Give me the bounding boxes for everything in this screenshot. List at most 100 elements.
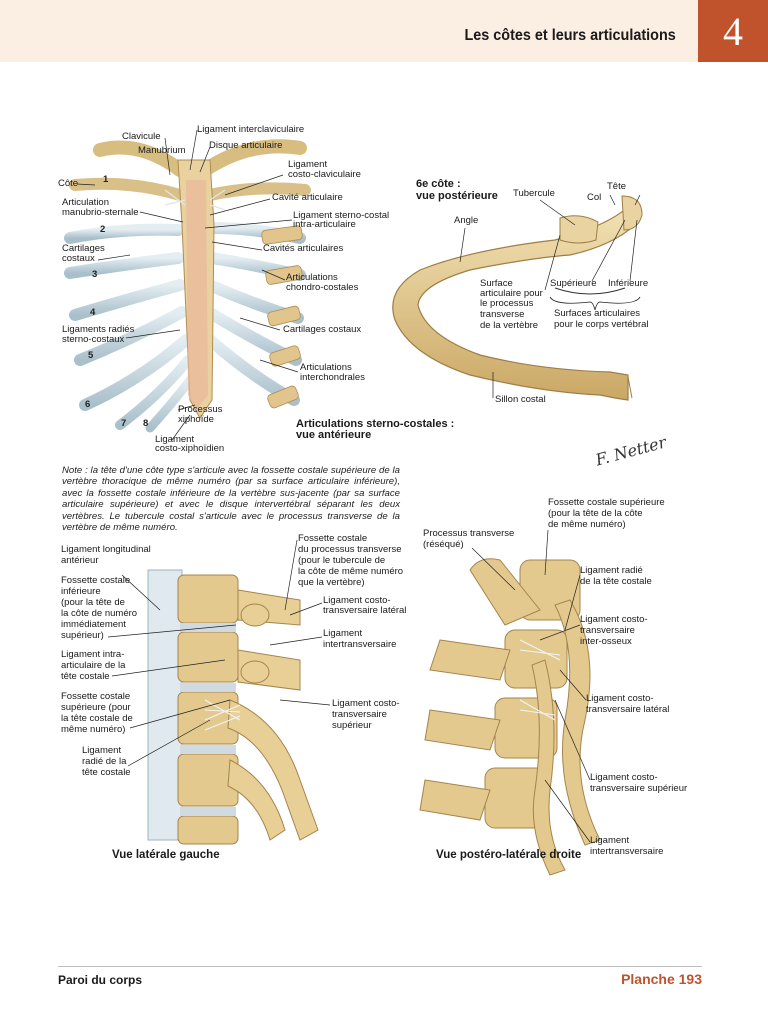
label-articular-cavity: Cavité articulaire [272,192,343,203]
label-radiate-ligaments-l1: Ligaments radiés [62,324,135,335]
label-intraarticular-head-l1: Ligament intra- [61,649,125,660]
label-superior-facet-r-l3: de même numéro) [548,519,626,530]
label-transverse-facet-l5: que la vertèbre) [298,577,365,588]
label-intertransverse-l1: Ligament [323,628,363,639]
label-chondrocostal-l1: Articulations [286,272,338,283]
label-surface-l4: transverse [480,309,525,320]
label-xiphoid-l2: xiphoïde [178,414,214,425]
label-interosseous-l2: transversaire [580,625,635,636]
label-superior-facet-r-l1: Fossette costale supérieure [548,497,665,508]
label-intraarticular-l1: Ligament sterno-costal [293,210,390,221]
label-inferior-facet-l1: Fossette costale [61,575,131,586]
label-intertransverse-r-l1: Ligament [590,835,630,846]
footer-section-title: Paroi du corps [58,973,143,987]
label-costal-cartilages-l1: Cartilages [62,243,105,254]
label-superior-facet-l1: Fossette costale [61,691,131,702]
label-inferior-facet-l3: (pour la tête de [61,597,125,608]
label-radiate-head-r-l1: Ligament radié [580,565,643,576]
label-inferior-facet-l6: supérieur) [61,630,104,641]
label-costoclavicular-l2: costo-claviculaire [288,169,361,180]
label-radiate-head-l2: radié de la [82,756,127,767]
label-transverse-process-l1: Processus transverse [423,528,515,539]
rib-number-2: 2 [100,224,106,235]
sixth-rib-drawing [392,195,643,401]
label-superior-facet-l3: la tête costale de [61,713,133,724]
label-manubrium: Manubrium [138,145,186,156]
label-transverse-facet-l1: Fossette costale [298,533,368,544]
label-inferior-facet-l5: immédiatement [61,619,126,630]
label-interosseous-l1: Ligament costo- [580,614,648,625]
label-radiate-head-l3: tête costale [82,767,131,778]
rib-number-7: 7 [121,418,127,429]
posterolateral-view-drawing [419,558,601,876]
label-costal-groove: Sillon costal [495,394,546,405]
chapter-number: 4 [698,0,768,62]
label-tubercle: Tubercule [513,188,555,199]
label-lateral-costotransverse-r-l1: Ligament costo- [586,693,654,704]
label-articular-cavities: Cavités articulaires [263,243,344,254]
label-superior-costotransverse-l2: transversaire [332,709,387,720]
label-inferior: Inférieure [608,278,649,289]
label-intraarticular-l2: intra-articulaire [293,219,356,230]
label-inferior-facet-l4: la côte de numéro [61,608,138,619]
label-surface-l3: le processus [480,298,534,309]
page-title: Les côtes et leurs articulations [464,27,676,44]
label-inferior-facet-l2: inférieure [61,586,101,597]
label-head: Tête [607,181,627,192]
label-lateral-costotransverse-r-l2: transversaire latéral [586,704,670,715]
label-costal-cartilages-2: Cartilages costaux [283,324,362,335]
label-intraarticular-head-l3: tête costale [61,671,110,682]
label-intraarticular-head-l2: articulaire de la [61,660,126,671]
label-costal-cartilages-l2: costaux [62,253,95,264]
label-xiphoid-l1: Processus [178,404,223,415]
label-superior-facet-r-l2: (pour la tête de la côte [548,508,643,519]
footer-rule [58,966,702,967]
subtitle-sternocostal-l2: vue antérieure [296,429,372,441]
sixth-rib-title-l2: vue postérieure [416,190,498,202]
label-superior-facet-l4: même numéro) [61,724,126,735]
label-lateral-costotransverse-l2: transversaire latéral [323,605,407,616]
label-intertransverse-r-l2: intertransversaire [590,846,664,857]
label-anterior-longitudinal-l2: antérieur [61,555,99,566]
label-interchondral-l1: Articulations [300,362,352,373]
rib-number-6: 6 [85,399,91,410]
label-interchondral-l2: interchondrales [300,372,365,383]
rib-number-1: 1 [103,174,109,185]
explanatory-note: Note : la tête d'une côte type s'articul… [62,465,400,534]
footer-plate-number: Planche 193 [621,971,702,987]
label-superior: Supérieure [550,278,597,289]
label-lateral-costotransverse-l1: Ligament costo- [323,595,391,606]
label-transverse-facet-l3: (pour le tubercule de [298,555,386,566]
label-neck: Col [587,192,602,203]
rib-number-8: 8 [143,418,149,429]
label-articular-disc: Disque articulaire [209,140,283,151]
label-chondrocostal-l2: chondro-costales [286,282,359,293]
label-manubriosternal-l2: manubrio-sternale [62,207,139,218]
label-radiate-head-l1: Ligament [82,745,122,756]
label-transverse-process-l2: (réséqué) [423,539,464,550]
label-superior-costotransverse-r-l1: Ligament costo- [590,772,658,783]
label-surface-l2: articulaire pour [480,288,543,299]
label-angle: Angle [454,215,479,226]
caption-posterolateral-view: Vue postéro-latérale droite [436,849,582,861]
svg-text:F. Netter: F. Netter [592,432,669,470]
label-surface-l5: de la vertèbre [480,320,539,331]
label-radiate-head-r-l2: de la tête costale [580,576,652,587]
label-vertebral-surfaces-l2: pour le corps vertébral [554,319,649,330]
rib-number-3: 3 [92,269,98,280]
label-superior-costotransverse-l3: supérieur [332,720,372,731]
label-interosseous-l3: inter-osseux [580,636,632,647]
label-intertransverse-l2: intertransversaire [323,639,397,650]
label-rib: Côte [58,178,79,189]
label-transverse-facet-l2: du processus transverse [298,544,402,555]
label-costoclavicular-l1: Ligament [288,159,328,170]
label-costoxiphoid-l2: costo-xiphoïdien [155,443,225,454]
label-surface-l1: Surface [480,278,513,289]
lateral-view-drawing [147,569,319,845]
label-costoxiphoid-l1: Ligament [155,434,195,445]
label-radiate-ligaments-l2: sterno-costaux [62,334,125,345]
label-vertebral-surfaces-l1: Surfaces articulaires [554,308,641,319]
label-superior-costotransverse-l1: Ligament costo- [332,698,400,709]
sixth-rib-title-l1: 6e côte : [416,178,461,190]
